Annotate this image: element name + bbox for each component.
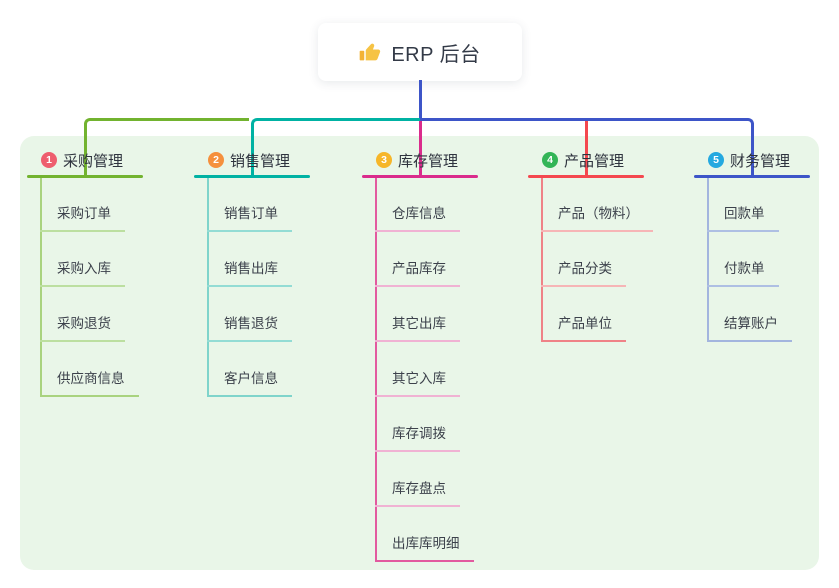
child-topic[interactable]: 回款单 — [707, 198, 779, 232]
child-topic[interactable]: 付款单 — [707, 253, 779, 287]
branch-label: 产品管理 — [564, 152, 625, 170]
child-label: 销售订单 — [224, 206, 278, 221]
child-label: 产品单位 — [558, 316, 612, 331]
child-topic[interactable]: 销售订单 — [207, 198, 292, 232]
child-topic[interactable]: 采购退货 — [40, 308, 125, 342]
connector-trunk-mid — [251, 118, 420, 175]
child-label: 客户信息 — [224, 371, 278, 386]
branch-label: 库存管理 — [398, 152, 459, 170]
child-topic[interactable]: 供应商信息 — [40, 363, 139, 397]
child-label: 产品分类 — [558, 261, 612, 276]
branch-rail — [707, 178, 709, 342]
branch-label: 采购管理 — [63, 152, 124, 170]
child-topic[interactable]: 销售退货 — [207, 308, 292, 342]
branch-rail — [375, 178, 377, 562]
child-label: 采购订单 — [57, 206, 111, 221]
branch-underline — [694, 175, 810, 178]
child-topic[interactable]: 产品单位 — [541, 308, 626, 342]
connector-root-stem — [419, 80, 422, 121]
child-label: 采购退货 — [57, 316, 111, 331]
child-label: 供应商信息 — [57, 371, 125, 386]
branch-underline — [27, 175, 143, 178]
child-topic[interactable]: 采购订单 — [40, 198, 125, 232]
child-topic[interactable]: 采购入库 — [40, 253, 125, 287]
child-topic[interactable]: 其它出库 — [375, 308, 460, 342]
branch-label: 财务管理 — [730, 152, 791, 170]
branch-number-badge: 3 — [376, 152, 392, 168]
root-node[interactable]: ERP 后台 — [318, 23, 522, 81]
root-title: ERP 后台 — [391, 43, 481, 66]
connector-drop-4 — [585, 121, 588, 176]
branch-rail — [207, 178, 209, 397]
child-topic[interactable]: 产品分类 — [541, 253, 626, 287]
child-topic[interactable]: 其它入库 — [375, 363, 460, 397]
child-label: 结算账户 — [724, 316, 778, 331]
child-label: 采购入库 — [57, 261, 111, 276]
child-topic[interactable]: 结算账户 — [707, 308, 792, 342]
connector-trunk-left — [84, 118, 249, 175]
branch-rail — [40, 178, 42, 397]
child-topic[interactable]: 库存盘点 — [375, 473, 460, 507]
branch-underline — [528, 175, 644, 178]
child-label: 付款单 — [724, 261, 765, 276]
child-topic[interactable]: 产品库存 — [375, 253, 460, 287]
child-topic[interactable]: 产品（物料） — [541, 198, 653, 232]
branch-topic[interactable]: 2 销售管理 — [208, 149, 290, 171]
branch-number-badge: 5 — [708, 152, 724, 168]
child-label: 其它出库 — [392, 316, 446, 331]
child-topic[interactable]: 出库库明细 — [375, 528, 474, 562]
branch-underline — [194, 175, 310, 178]
child-label: 产品库存 — [392, 261, 446, 276]
child-label: 销售出库 — [224, 261, 278, 276]
child-label: 仓库信息 — [392, 206, 446, 221]
branch-topic[interactable]: 4 产品管理 — [542, 149, 624, 171]
branch-number-badge: 2 — [208, 152, 224, 168]
child-label: 产品（物料） — [558, 206, 639, 221]
branch-label: 销售管理 — [230, 152, 291, 170]
child-label: 销售退货 — [224, 316, 278, 331]
thumbs-up-icon — [359, 41, 382, 64]
branches-panel — [20, 136, 819, 570]
branch-number-badge: 1 — [41, 152, 57, 168]
branch-topic[interactable]: 1 采购管理 — [41, 149, 123, 171]
child-topic[interactable]: 库存调拨 — [375, 418, 460, 452]
child-topic[interactable]: 销售出库 — [207, 253, 292, 287]
branch-rail — [541, 178, 543, 342]
child-label: 库存盘点 — [392, 481, 446, 496]
child-label: 回款单 — [724, 206, 765, 221]
child-topic[interactable]: 仓库信息 — [375, 198, 460, 232]
branch-number-badge: 4 — [542, 152, 558, 168]
connector-trunk-right — [420, 118, 754, 175]
child-topic[interactable]: 客户信息 — [207, 363, 292, 397]
child-label: 出库库明细 — [392, 536, 460, 551]
connector-drop-3 — [419, 121, 422, 176]
child-label: 库存调拨 — [392, 426, 446, 441]
branch-underline — [362, 175, 478, 178]
branch-topic[interactable]: 5 财务管理 — [708, 149, 790, 171]
child-label: 其它入库 — [392, 371, 446, 386]
branch-topic[interactable]: 3 库存管理 — [376, 149, 458, 171]
